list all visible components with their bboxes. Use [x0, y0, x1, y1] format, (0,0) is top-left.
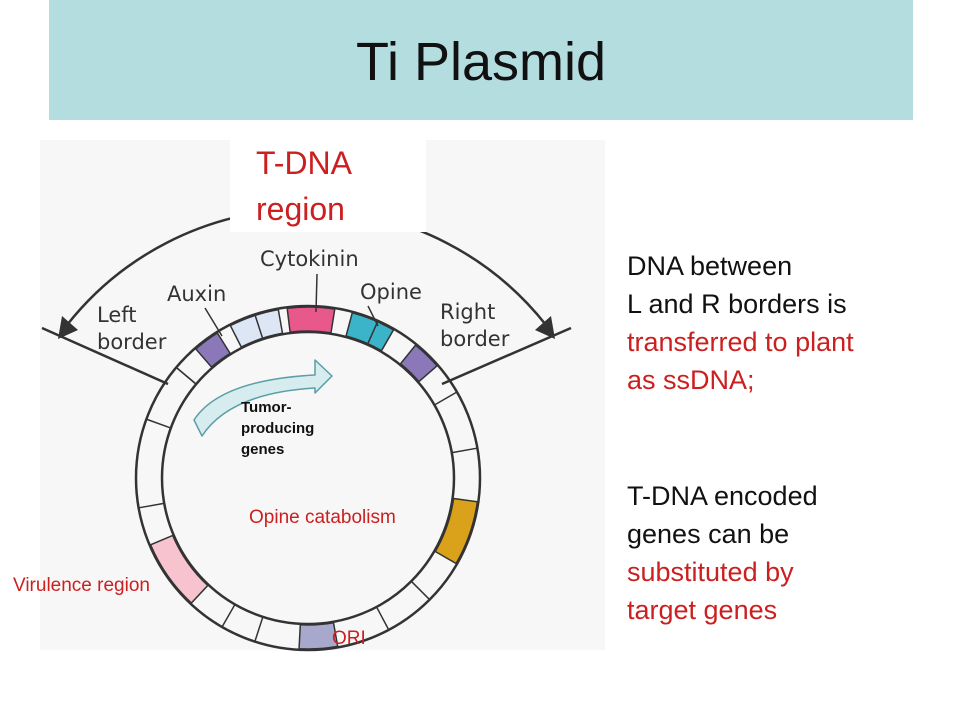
opine-tick: [367, 305, 379, 327]
virulence-segment: [149, 534, 209, 605]
tdna-arrowhead-right: [535, 316, 555, 339]
block2-line1: T-DNA encoded: [627, 481, 818, 511]
block2-line2: genes can be: [627, 519, 790, 549]
ring-divider: [411, 581, 430, 600]
auxin-tick: [204, 307, 223, 337]
block2-line4: target genes: [627, 595, 778, 625]
opine-catabolism-label: Opine catabolism: [249, 507, 396, 528]
left-border-label-line2: border: [97, 330, 167, 354]
virulence-region-label: Virulence region: [13, 575, 150, 596]
ring-divider: [376, 607, 389, 630]
ori-label: ORI: [332, 628, 366, 649]
right-border-label-line2: border: [440, 327, 510, 351]
opine-label: Opine: [360, 280, 422, 304]
ring-divider: [176, 367, 196, 385]
ori-segment: [298, 621, 339, 650]
side-text-block2: T-DNA encoded genes can be substituted b…: [627, 477, 818, 629]
opine-catabolism-segment: [434, 497, 479, 565]
block1-line1: DNA between: [627, 251, 793, 281]
ring-divider: [434, 391, 457, 406]
opine-segment: [345, 311, 395, 352]
tdna-arrowhead-left: [58, 316, 78, 339]
tdna-label-line1: T-DNA: [256, 145, 352, 181]
right-border-label-line1: Right: [440, 300, 496, 324]
left-border-label-line1: Left: [97, 303, 137, 327]
right-border-segment: [399, 344, 439, 383]
ring-divider: [452, 447, 477, 454]
auxin-label: Auxin: [167, 282, 227, 306]
block2-line3: substituted by: [627, 557, 794, 587]
ring-segments: [139, 306, 479, 650]
ring-divider: [254, 617, 264, 641]
slide-title: Ti Plasmid: [355, 32, 607, 92]
ring-divider: [147, 418, 171, 429]
cytokinin-segment: [286, 306, 336, 334]
tumor-label-line2: producing: [241, 420, 315, 437]
plasmid-ring-inner: [160, 330, 456, 626]
tdna-region-label: T-DNA region: [230, 140, 426, 232]
plasmid-ring-outer: [134, 304, 482, 652]
ring-divider: [139, 502, 164, 509]
title-bar: Ti Plasmid: [49, 0, 913, 120]
auxin-segment: [229, 308, 284, 349]
tdna-label-line2: region: [256, 191, 345, 227]
right-border-line: [441, 326, 572, 386]
cytokinin-tick: [315, 273, 318, 313]
side-text-block1: DNA between L and R borders is transferr…: [627, 247, 854, 399]
ring-divider: [221, 604, 236, 627]
tumor-label-line1: Tumor-: [241, 399, 292, 416]
left-border-segment: [194, 331, 232, 369]
cytokinin-label: Cytokinin: [260, 247, 359, 271]
tumor-label-line3: genes: [241, 441, 285, 458]
tumor-genes-label: Tumor- producing genes: [241, 397, 314, 460]
block1-line4: as ssDNA;: [627, 365, 755, 395]
ring-divider: [367, 321, 379, 345]
ring-divider: [254, 315, 264, 339]
left-border-line: [41, 326, 169, 386]
block1-line3: transferred to plant: [627, 327, 854, 357]
tumor-genes-arrow: [193, 359, 333, 437]
block1-line2: L and R borders is: [627, 289, 847, 319]
